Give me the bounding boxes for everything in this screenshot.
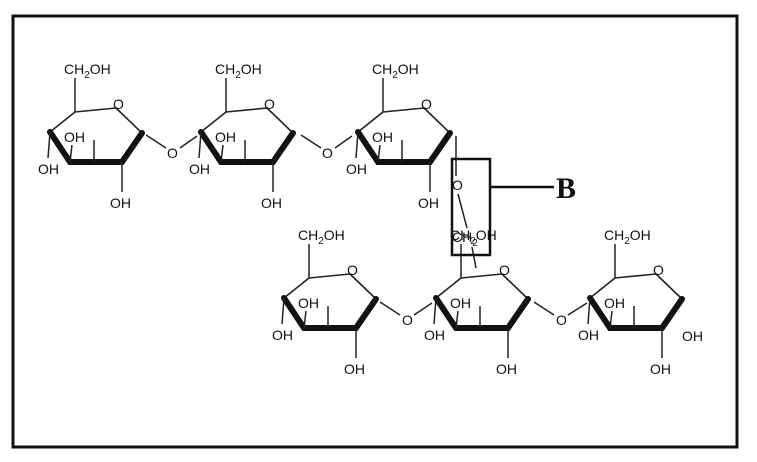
glycosidic-oxygen-2: O	[322, 145, 333, 161]
branch-highlight-box	[450, 157, 492, 257]
ch2oh-label: CH2OH	[450, 227, 497, 247]
oh-c3a: OH	[450, 295, 471, 311]
oh-c4: OH	[578, 327, 599, 343]
callout-label-b: B	[556, 172, 576, 205]
oh-c4: OH	[272, 327, 293, 343]
oh-c4: OH	[346, 161, 367, 177]
ring-oxygen: O	[653, 262, 664, 278]
ring-oxygen: O	[499, 262, 510, 278]
ring-oxygen: O	[421, 96, 432, 112]
ring-oxygen: O	[347, 262, 358, 278]
ch2oh-label: CH2OH	[604, 227, 651, 247]
oh-c2: OH	[650, 361, 671, 377]
oh-c4: OH	[424, 327, 445, 343]
oh-c2: OH	[261, 195, 282, 211]
ch2oh-label: CH2OH	[215, 61, 262, 81]
oh-c2: OH	[110, 195, 131, 211]
figure-frame	[11, 14, 739, 449]
glycosidic-oxygen-4: O	[556, 312, 567, 328]
ch2oh-label: CH2OH	[372, 61, 419, 81]
oh-c4: OH	[189, 161, 210, 177]
oh-c4: OH	[38, 161, 59, 177]
oh-c3a: OH	[298, 295, 319, 311]
bridge-oxygen: O	[452, 177, 463, 193]
oh-c3a: OH	[604, 295, 625, 311]
oh-c3a: OH	[215, 129, 236, 145]
glycosidic-oxygen-1: O	[167, 145, 178, 161]
bridge-ch2: CH2	[452, 229, 478, 249]
oh-c2: OH	[496, 361, 517, 377]
oh-c3a: OH	[372, 129, 393, 145]
ch2oh-label: CH2OH	[298, 227, 345, 247]
glycosidic-oxygen-3: O	[402, 312, 413, 328]
ring-oxygen: O	[264, 96, 275, 112]
oh-c2: OH	[418, 195, 439, 211]
oh-c3a: OH	[64, 129, 85, 145]
ring-oxygen: O	[113, 96, 124, 112]
ch2oh-label: CH2OH	[64, 61, 111, 81]
oh-c2: OH	[344, 361, 365, 377]
oh-anomeric: OH	[682, 328, 703, 344]
